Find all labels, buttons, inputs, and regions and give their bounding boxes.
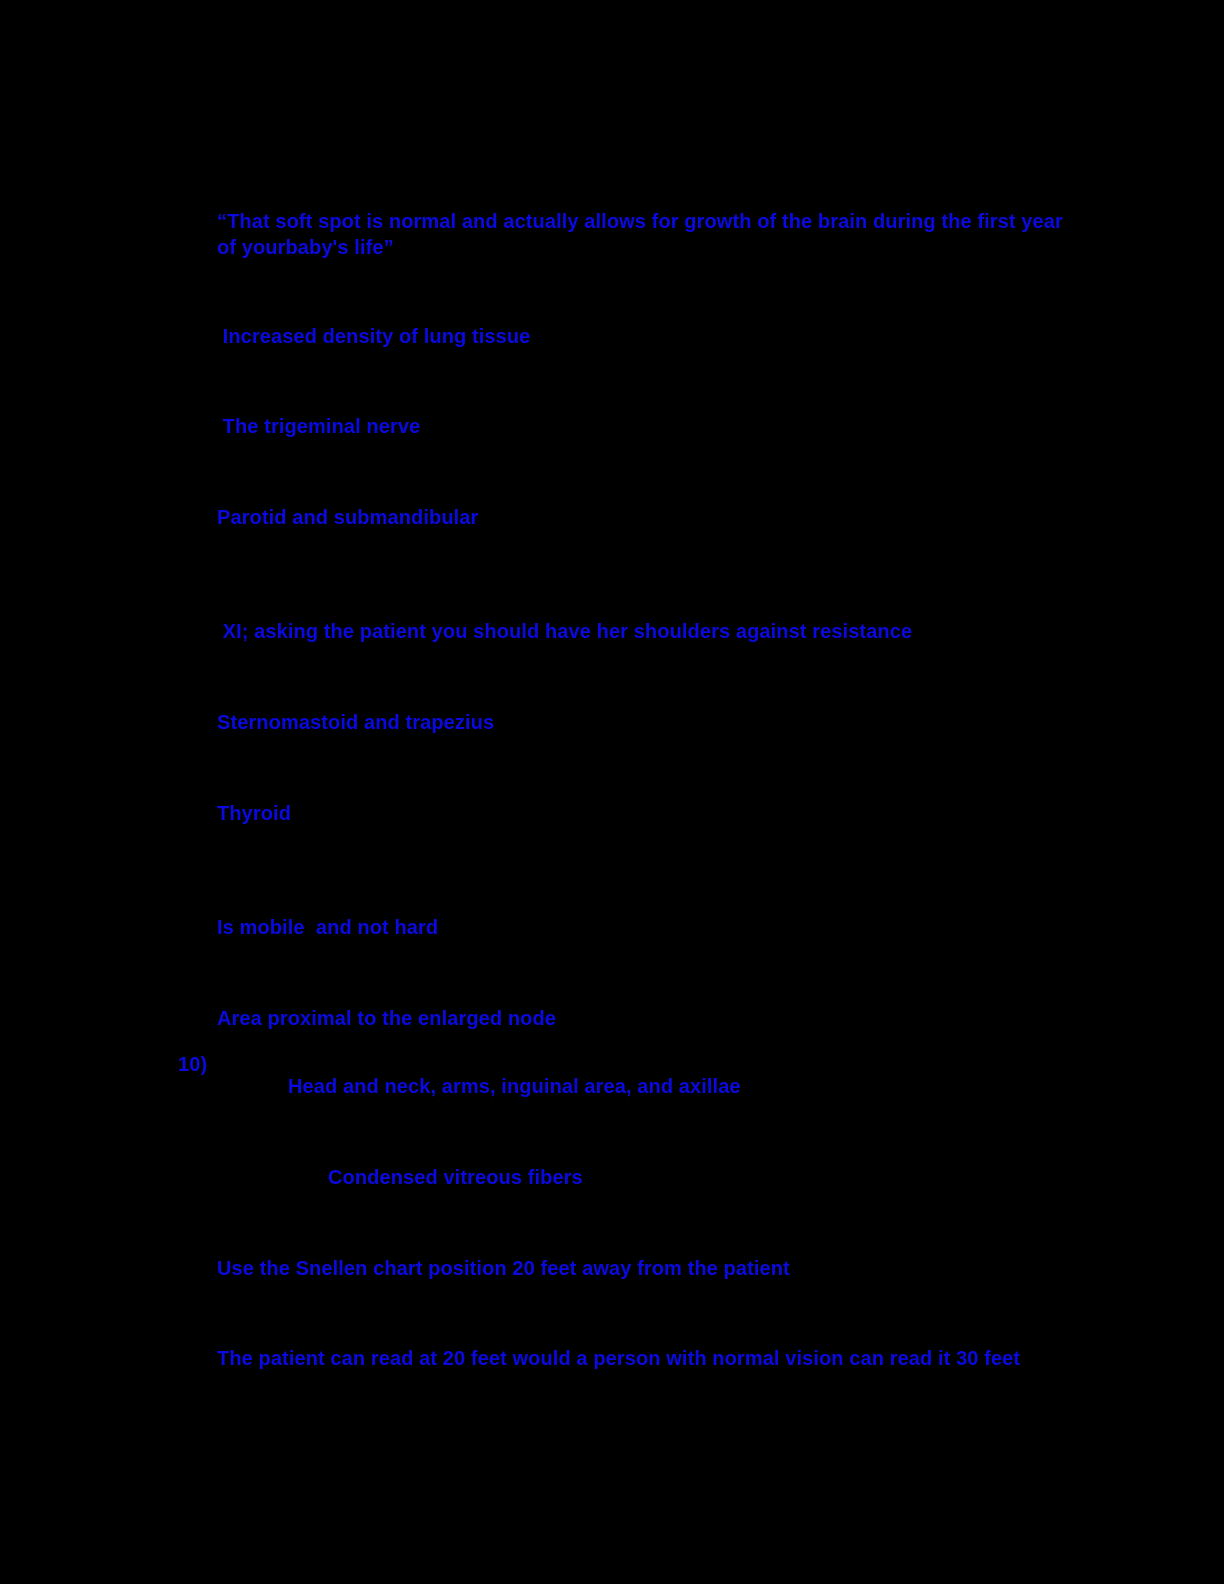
answer-vitreous-fibers: Condensed vitreous fibers — [328, 1167, 583, 1189]
answer-snellen-chart: Use the Snellen chart position 20 feet a… — [217, 1258, 790, 1280]
answer-node-mobile: Is mobile and not hard — [217, 917, 439, 939]
answer-area-proximal: Area proximal to the enlarged node — [217, 1008, 557, 1030]
answer-lung-density: Increased density of lung tissue — [217, 326, 531, 348]
answer-salivary-glands: Parotid and submandibular — [217, 507, 479, 529]
answer-cranial-nerve-xi: XI; asking the patient you should have h… — [217, 621, 913, 643]
answer-sternomastoid-trapezius: Sternomastoid and trapezius — [217, 712, 495, 734]
answer-trigeminal-nerve: The trigeminal nerve — [217, 416, 421, 438]
answer-thyroid: Thyroid — [217, 803, 292, 825]
list-number-10: 10) — [178, 1054, 208, 1076]
answer-fontanelle-quote: “That soft spot is normal and actually a… — [217, 211, 1069, 259]
answer-visual-acuity: The patient can read at 20 feet would a … — [217, 1348, 1021, 1370]
answer-head-neck-arms: Head and neck, arms, inguinal area, and … — [288, 1076, 741, 1098]
